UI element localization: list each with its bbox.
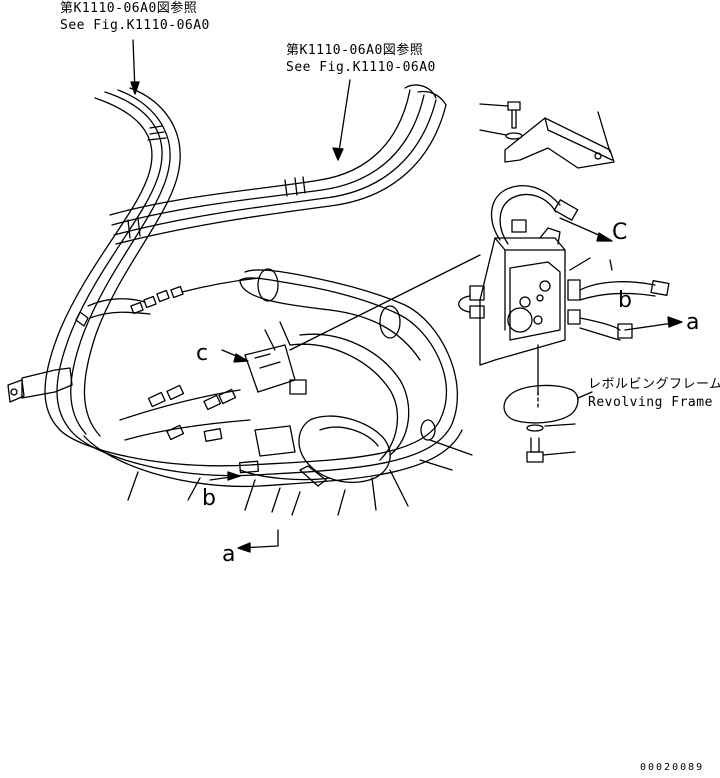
revolving-frame-label-jp: レボルビングフレーム <box>588 377 720 392</box>
callout-a-bottom: a <box>222 542 236 567</box>
hose-sleeves <box>257 268 436 441</box>
reference-arrows <box>130 39 683 553</box>
leader-to-valve <box>289 254 481 351</box>
ref-label-mid-en: See Fig.K1110-06A0 <box>286 60 436 75</box>
callout-b-right: b <box>618 288 632 313</box>
hose-fittings-lower <box>119 384 260 474</box>
bottom-bolt <box>526 423 576 463</box>
ref-label-top-jp: 第K1110-06A0図参照 <box>60 1 198 16</box>
left-clamp <box>7 367 73 403</box>
callout-c-left: c <box>196 341 209 366</box>
revolving-frame-label-en: Revolving Frame <box>588 395 713 410</box>
callout-a-right: a <box>686 310 700 335</box>
swivel-valve-assembly <box>458 101 670 396</box>
hose-fittings-mid <box>75 277 261 327</box>
callout-b-left: b <box>202 486 216 511</box>
drawing-code: 00020089 <box>640 762 705 773</box>
ref-label-top-en: See Fig.K1110-06A0 <box>60 18 210 33</box>
callout-c-right: C <box>612 220 628 245</box>
hose-bundle-upper <box>44 87 181 437</box>
leader-lines-bottom <box>127 439 473 516</box>
ref-label-mid-jp: 第K1110-06A0図参照 <box>286 43 424 58</box>
protector-sleeve <box>239 415 391 487</box>
hose-bundle-right <box>109 84 447 245</box>
revolving-frame-plate <box>503 384 593 424</box>
hose-loops <box>59 269 463 488</box>
junction-block <box>244 321 307 395</box>
